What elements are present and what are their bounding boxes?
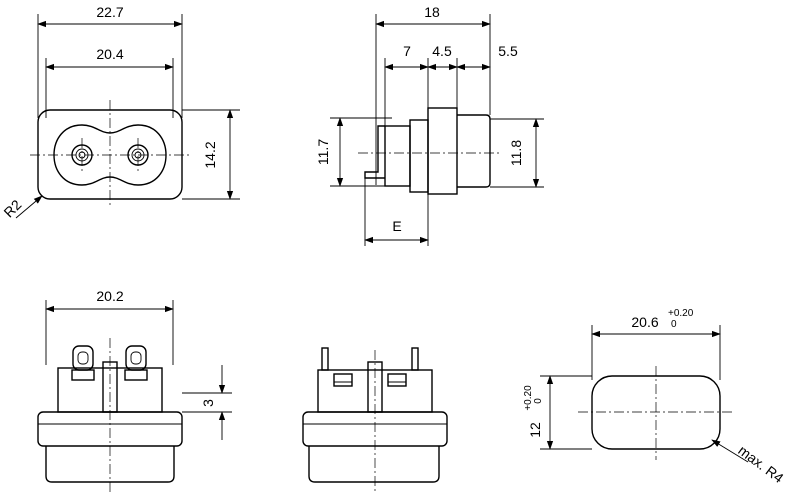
- rear-pin-right: [411, 347, 419, 371]
- pin-left: [71, 345, 95, 381]
- dim-cutout-height-tol-lower: 0: [533, 398, 544, 404]
- front-view-pins: 20.2 3: [37, 288, 232, 492]
- solder-tab: [364, 125, 385, 179]
- dim-seg-a: 7: [403, 43, 411, 59]
- rear-pin-left: [321, 347, 329, 371]
- dim-height: 14.2: [202, 141, 218, 168]
- dim-cutout-height: 12: [527, 422, 543, 438]
- dim-overall-length: 18: [424, 4, 440, 20]
- dim-cutout-radius: max. R4: [735, 442, 786, 486]
- rear-view: [302, 347, 448, 492]
- dim-e: E: [392, 218, 401, 234]
- socket-opening: [53, 124, 167, 186]
- dim-cutout-width: 20.6: [631, 314, 658, 330]
- dim-front-width: 20.2: [96, 288, 123, 304]
- rear-step: [409, 119, 429, 193]
- top-view: 22.7 20.4 14.2 R2: [0, 4, 240, 220]
- rear-housing: [384, 125, 411, 187]
- front-housing: [457, 114, 491, 188]
- rear-clip-left: [333, 373, 353, 387]
- dim-seg-c: 5.5: [498, 43, 518, 59]
- rear-front-body: [308, 446, 440, 483]
- dim-cutout-width-tol-lower: 0: [671, 319, 677, 330]
- dim-left-height: 11.7: [315, 139, 331, 165]
- dim-right-height: 11.8: [508, 140, 524, 166]
- dim-flange-offset: 3: [200, 399, 216, 407]
- dim-cutout-height-tol-upper: +0.20: [523, 385, 534, 411]
- dim-pin-span: 20.4: [96, 46, 123, 62]
- dim-overall-width: 22.7: [96, 4, 123, 20]
- flange: [427, 107, 458, 195]
- dim-cutout-width-tol-upper: +0.20: [668, 308, 694, 319]
- side-view: 18 7 4.5 5.5 11.7 11.8 E: [315, 4, 544, 246]
- dim-corner-radius: R2: [0, 196, 24, 220]
- panel-cutout: 20.6 +0.20 0 12 +0.20 0 max. R4: [523, 308, 787, 486]
- dim-seg-b: 4.5: [432, 43, 452, 59]
- pin-right: [124, 345, 148, 381]
- rear-clip-right: [387, 373, 407, 387]
